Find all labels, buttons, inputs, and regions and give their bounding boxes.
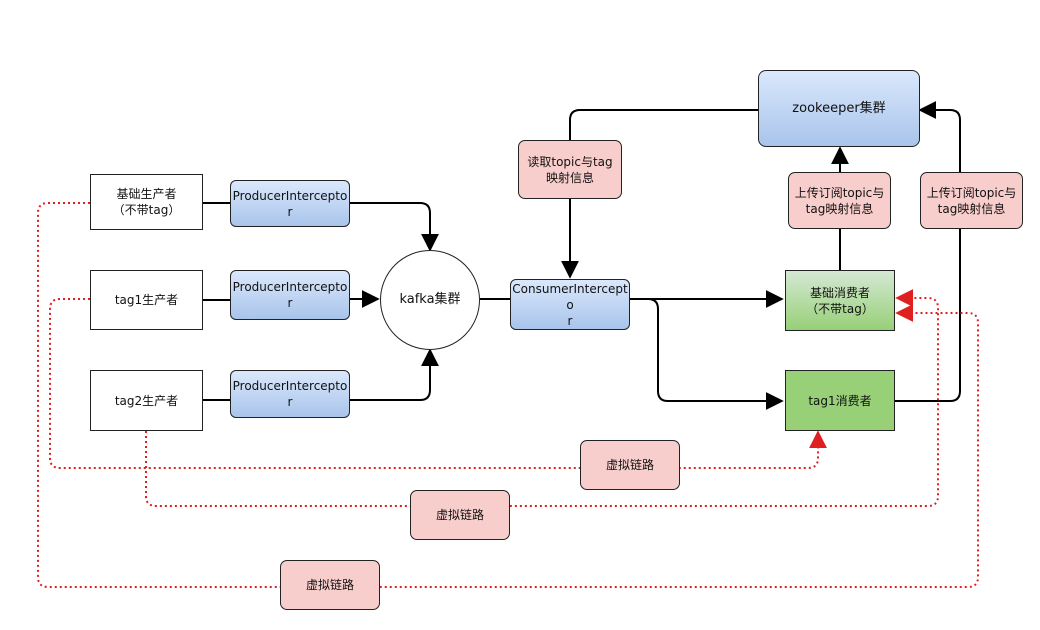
edge-zookeeper-read xyxy=(569,109,758,140)
base-consumer[interactable]: 基础消费者 （不带tag） xyxy=(785,270,895,331)
kafka-cluster[interactable]: kafka集群 xyxy=(380,250,480,350)
virtual-link-label-1: 虚拟链路 xyxy=(580,440,680,490)
edge-consumer-interceptor-to-tag1-consumer xyxy=(630,298,784,410)
upload-mapping-note-2: 上传订阅topic与tag映射信息 xyxy=(920,172,1023,229)
virtual-link-tag2 xyxy=(145,289,939,507)
tag1-producer[interactable]: tag1生产者 xyxy=(90,270,203,330)
edge-interceptor3-to-kafka xyxy=(350,348,439,401)
producer-interceptor-1[interactable]: ProducerInterceptor xyxy=(230,180,350,227)
zookeeper-cluster[interactable]: zookeeper集群 xyxy=(758,70,920,147)
edge-interceptor1-to-kafka xyxy=(350,202,439,252)
consumer-interceptor[interactable]: ConsumerIntercepto r xyxy=(510,279,630,330)
base-producer[interactable]: 基础生产者 （不带tag） xyxy=(90,174,203,230)
upload-mapping-note-1: 上传订阅topic与tag映射信息 xyxy=(788,172,891,229)
virtual-link-label-3: 虚拟链路 xyxy=(280,560,380,610)
tag1-consumer[interactable]: tag1消费者 xyxy=(785,370,895,431)
read-mapping-note: 读取topic与tag映射信息 xyxy=(518,140,622,199)
producer-interceptor-2[interactable]: ProducerInterceptor xyxy=(230,270,350,320)
tag2-producer[interactable]: tag2生产者 xyxy=(90,370,203,431)
edge-tag1-consumer-to-zookeeper xyxy=(895,101,961,402)
producer-interceptor-3[interactable]: ProducerInterceptor xyxy=(230,370,350,418)
virtual-link-label-2: 虚拟链路 xyxy=(410,490,510,540)
